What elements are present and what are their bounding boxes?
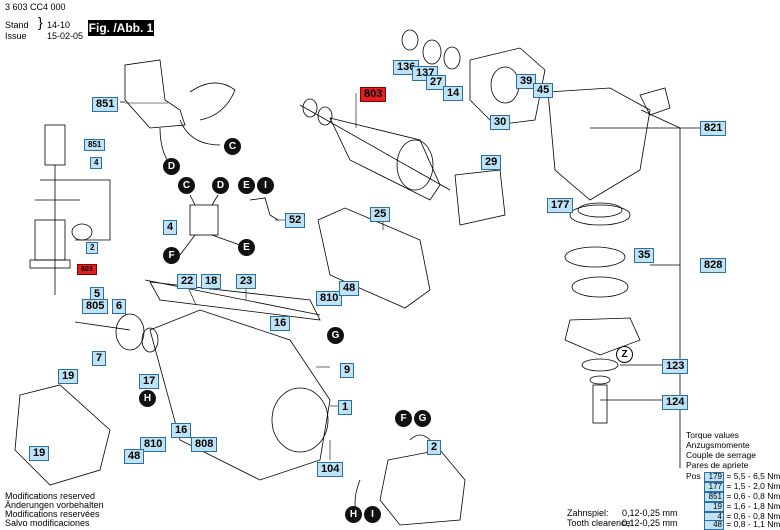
brace-icon: }	[38, 14, 43, 30]
part-label-123: 123	[662, 359, 689, 374]
part-label-810: 810	[316, 291, 343, 306]
part-label-45: 45	[533, 83, 554, 98]
part-label-1: 1	[338, 400, 353, 415]
torque-pos-label: Pos	[686, 471, 701, 481]
part-label-19: 19	[58, 369, 79, 384]
part-label-7: 7	[92, 351, 107, 366]
part-label-805: 805	[82, 299, 109, 314]
part-label-808: 808	[191, 437, 218, 452]
part-label-4: 4	[163, 220, 178, 235]
connector-z: Z	[616, 346, 633, 363]
part-label-19-lower: 19	[29, 446, 50, 461]
connector-d-top: D	[163, 158, 180, 175]
part-label-52: 52	[285, 213, 306, 228]
part-label-124: 124	[662, 395, 689, 410]
torque-value: = 1,5 - 2,0 Nm	[726, 481, 780, 491]
torque-row: 177 = 1,5 - 2,0 Nm	[704, 481, 780, 492]
connector-g: G	[327, 327, 344, 344]
zahnspiel-value: 0,12-0,25 mm	[622, 508, 678, 518]
torque-row: 179 = 5,5 - 6,5 Nm	[704, 471, 780, 482]
part-label-828: 828	[700, 258, 727, 273]
stand-label: Stand	[5, 20, 29, 30]
torque-value: = 0,6 - 0,8 Nm	[726, 491, 780, 501]
connector-g-lower: G	[414, 410, 431, 427]
part-label-17: 17	[139, 374, 160, 389]
part-label-9: 9	[340, 363, 355, 378]
part-label-23: 23	[236, 274, 257, 289]
connector-d: D	[212, 177, 229, 194]
part-label-6: 6	[112, 299, 127, 314]
tooth-clearance-value: 0,12-0,25 mm	[622, 518, 678, 528]
part-label-810-lower: 810	[140, 437, 167, 452]
part-label-851-schematic: 851	[84, 139, 106, 151]
torque-title-de: Anzugsmomente	[686, 440, 750, 450]
part-label-48: 48	[339, 281, 360, 296]
part-label-851: 851	[92, 97, 119, 112]
tooth-clearance-label: Tooth clearence:	[567, 518, 634, 528]
connector-e-lower: E	[238, 239, 255, 256]
part-label-30: 30	[490, 115, 511, 130]
torque-row: 19 = 1,6 - 1,8 Nm	[704, 501, 780, 512]
part-label-35: 35	[634, 248, 655, 263]
figure-label: Fig. /Abb. 1	[88, 20, 154, 36]
torque-title-es: Pares de apriete	[686, 460, 749, 470]
issue-label: Issue	[5, 31, 27, 41]
connector-i: I	[257, 177, 274, 194]
issue-value: 15-02-05	[47, 31, 84, 41]
connector-c: C	[178, 177, 195, 194]
part-label-22: 22	[177, 274, 198, 289]
part-label-18: 18	[201, 274, 222, 289]
torque-title-en: Torque values	[686, 430, 739, 440]
stand-value: 14-10	[47, 20, 71, 30]
part-label-14: 14	[443, 86, 464, 101]
torque-pos: 48	[704, 520, 724, 530]
footer-line-es: Salvo modificaciones	[5, 518, 90, 528]
part-label-39: 39	[516, 74, 537, 89]
part-label-803-schematic: 803	[77, 264, 97, 275]
footer-line-de: Änderungen vorbehalten	[5, 500, 104, 510]
part-label-27: 27	[426, 75, 447, 90]
torque-value: = 0,8 - 1,1 Nm	[726, 519, 780, 529]
torque-value: = 5,5 - 6,5 Nm	[726, 471, 780, 481]
part-label-4-schematic: 4	[90, 157, 103, 169]
connector-e: E	[238, 177, 255, 194]
connector-h-lower: H	[345, 506, 362, 523]
torque-row: 851 = 0,6 - 0,8 Nm	[704, 491, 780, 502]
connector-f: F	[163, 247, 180, 264]
part-label-29: 29	[481, 155, 502, 170]
part-label-25: 25	[370, 207, 391, 222]
zahnspiel-label: Zahnspiel:	[567, 508, 609, 518]
connector-h: H	[139, 390, 156, 407]
part-label-2-schematic: 2	[86, 242, 99, 254]
connector-c-top: C	[224, 138, 241, 155]
part-label-821: 821	[700, 121, 727, 136]
connector-i-lower: I	[364, 506, 381, 523]
part-label-16-lower: 16	[171, 423, 192, 438]
torque-title-fr: Couple de serrage	[686, 450, 756, 460]
document-number: 3 603 CC4 000	[5, 2, 66, 12]
part-label-177: 177	[547, 198, 574, 213]
part-label-803: 803	[360, 87, 387, 102]
torque-value: = 1,6 - 1,8 Nm	[726, 501, 780, 511]
footer-line-fr: Modifications reservées	[5, 509, 100, 519]
part-label-48-lower: 48	[124, 449, 145, 464]
footer-line-en: Modifications reserved	[5, 491, 96, 501]
part-label-2: 2	[427, 440, 442, 455]
torque-row: 48 = 0,8 - 1,1 Nm	[704, 519, 780, 530]
torque-value: = 0,6 - 0,8 Nm	[726, 511, 780, 521]
connector-f-lower: F	[395, 410, 412, 427]
part-label-104: 104	[317, 462, 344, 477]
part-label-16: 16	[270, 316, 291, 331]
